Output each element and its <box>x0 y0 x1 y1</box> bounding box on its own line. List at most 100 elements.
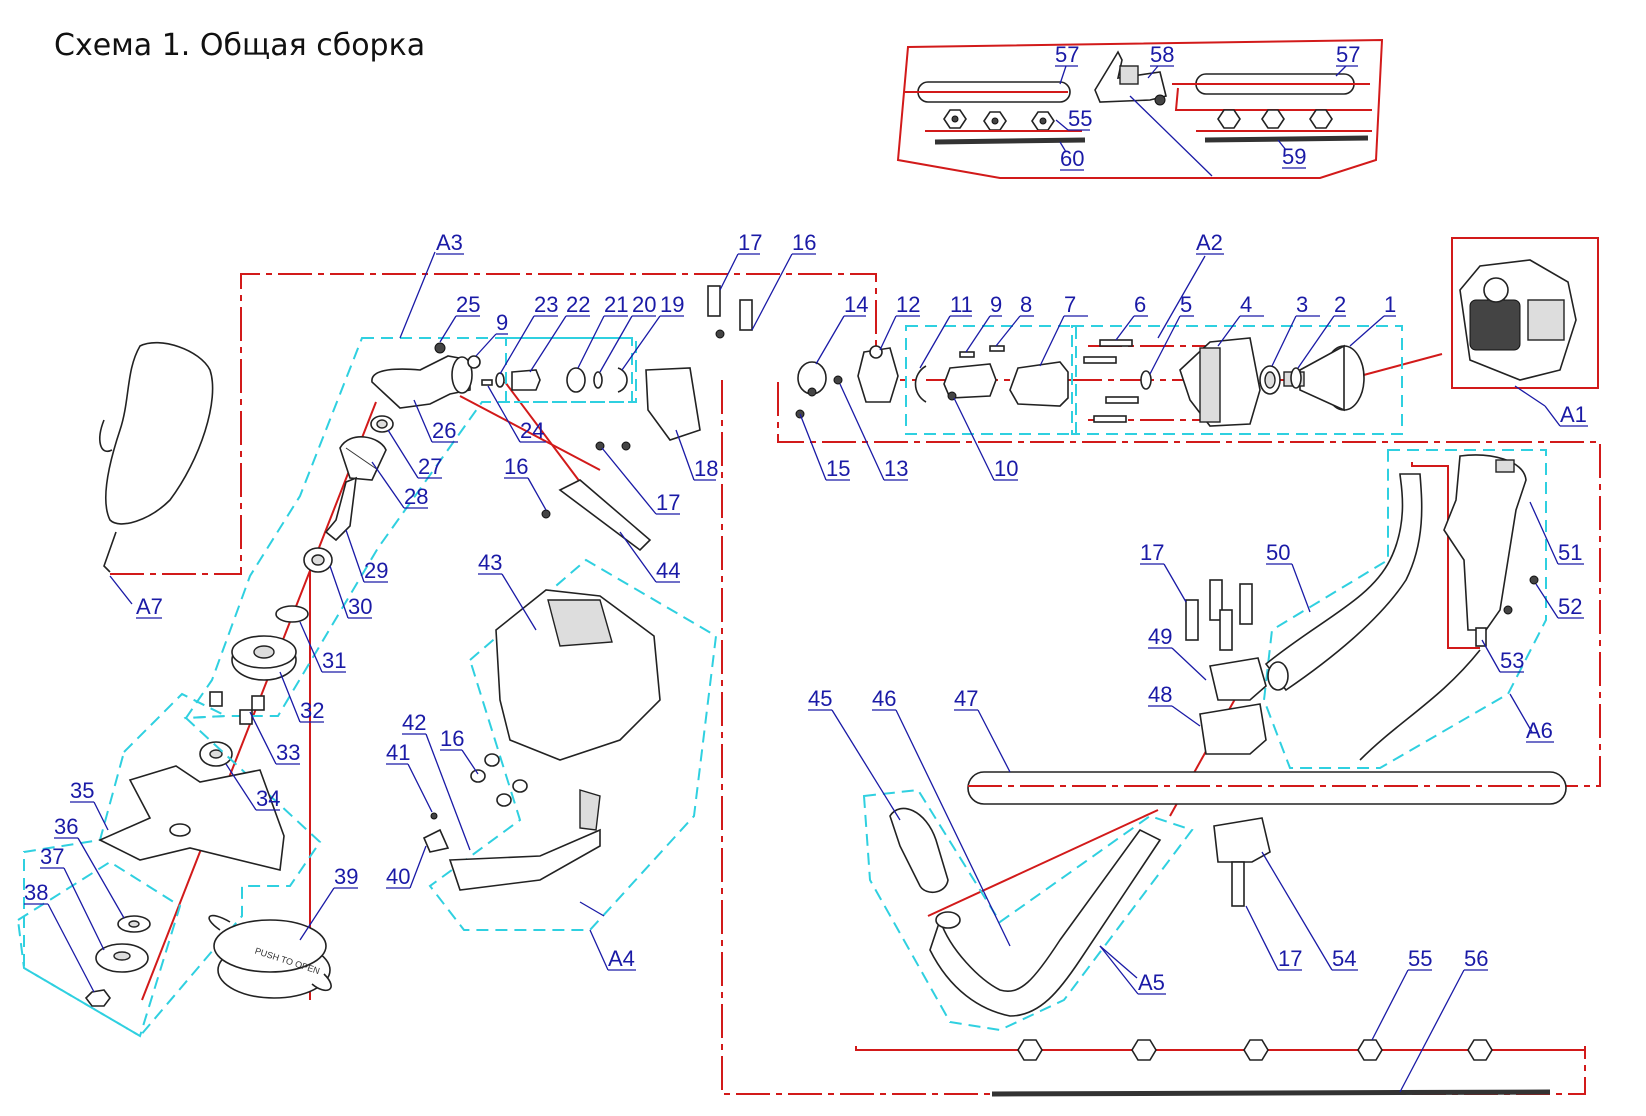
blade-group: PUSH TO OPEN <box>16 692 332 1038</box>
svg-text:52: 52 <box>1558 594 1582 619</box>
callout: 60 <box>1059 141 1084 171</box>
callout: A5 <box>1099 945 1166 995</box>
svg-text:28: 28 <box>404 484 428 509</box>
callout: 1 <box>1349 292 1396 347</box>
handle-group-a6 <box>1262 449 1547 769</box>
callout: 33 <box>249 711 300 765</box>
callout: 36 <box>54 814 125 919</box>
svg-text:3: 3 <box>1296 292 1308 317</box>
svg-text:25: 25 <box>456 292 480 317</box>
ring-5 <box>1140 370 1152 390</box>
callout: 52 <box>1535 583 1584 619</box>
trimmer-spool-39: PUSH TO OPEN <box>208 914 332 999</box>
callout: 27 <box>387 429 442 479</box>
gear-head-26 <box>371 342 473 409</box>
loop-handle-a5 <box>862 788 1194 1032</box>
svg-text:53: 53 <box>1500 648 1524 673</box>
diagram-title: Схема 1. Общая сборка <box>54 28 426 63</box>
svg-text:35: 35 <box>70 778 94 803</box>
callout: 39 <box>299 864 358 941</box>
svg-text:20: 20 <box>632 292 656 317</box>
svg-text:7: 7 <box>1064 292 1076 317</box>
loop-bar-46 <box>929 828 1162 1017</box>
svg-text:A7: A7 <box>136 594 163 619</box>
svg-text:54: 54 <box>1332 946 1356 971</box>
svg-text:51: 51 <box>1558 540 1582 565</box>
svg-text:16: 16 <box>504 454 528 479</box>
svg-text:40: 40 <box>386 864 410 889</box>
callout: 35 <box>70 778 109 831</box>
callout: 43 <box>478 550 537 631</box>
flange-32 <box>231 635 297 681</box>
callout: 47 <box>954 686 1011 773</box>
tube-bracket-18 <box>645 367 701 441</box>
svg-text:11: 11 <box>950 292 973 317</box>
bolts-33 <box>209 691 265 725</box>
svg-text:36: 36 <box>54 814 78 839</box>
housing-4 <box>1179 337 1261 427</box>
callout: A3 <box>436 230 464 255</box>
callout: 16 <box>440 726 479 775</box>
callout: 25 <box>439 292 480 343</box>
svg-text:5: 5 <box>1180 292 1192 317</box>
callout: 14 <box>815 292 868 365</box>
screw-52 <box>1529 575 1539 585</box>
callout: 44 <box>619 531 680 583</box>
svg-text:56: 56 <box>1464 946 1488 971</box>
svg-text:59: 59 <box>1282 144 1306 169</box>
callout: 55 <box>1371 946 1432 1041</box>
callout: 12 <box>879 292 920 351</box>
nut-13 <box>833 375 843 385</box>
svg-text:29: 29 <box>364 558 388 583</box>
clutch-drum-1 <box>1283 344 1365 412</box>
callout: 51 <box>1529 501 1584 565</box>
grip-45 <box>889 807 949 893</box>
callout: 42 <box>402 710 471 851</box>
nuts-55-left <box>943 109 1055 131</box>
nuts-16-bottom <box>470 753 528 807</box>
callout: 15 <box>799 413 850 481</box>
svg-text:48: 48 <box>1148 682 1172 707</box>
callout: 21 <box>577 292 628 369</box>
screws-17-16 <box>595 285 753 451</box>
bracket-44 <box>541 479 652 552</box>
svg-text:34: 34 <box>256 786 280 811</box>
shaft-parts-23-19 <box>495 367 628 393</box>
callout: A4 <box>589 929 636 971</box>
callout: 10 <box>953 397 1018 481</box>
shoulder-strap-a7 <box>99 341 214 573</box>
callout: 16 <box>504 454 547 511</box>
circlip-31 <box>275 605 309 623</box>
grip-51 <box>1443 454 1527 631</box>
clamp-48-49 <box>1185 579 1267 755</box>
callout: 22 <box>529 292 590 373</box>
clamp-12 <box>857 345 899 403</box>
callout: 28 <box>371 461 428 509</box>
svg-text:41: 41 <box>386 740 410 765</box>
svg-text:A3: A3 <box>436 230 463 255</box>
callout: 54 <box>1261 851 1358 971</box>
svg-text:57: 57 <box>1055 42 1079 67</box>
callout: 17 <box>601 447 680 515</box>
svg-text:A5: A5 <box>1138 970 1165 995</box>
svg-text:17: 17 <box>1140 540 1164 565</box>
rod-56 <box>991 1089 1551 1097</box>
svg-text:18: 18 <box>694 456 718 481</box>
screws-8-9 <box>959 345 1005 358</box>
svg-text:4: 4 <box>1240 292 1252 317</box>
callout: 49 <box>1148 624 1207 681</box>
svg-text:45: 45 <box>808 686 832 711</box>
callout: A1 <box>1544 402 1588 427</box>
bearing-27 <box>370 415 394 433</box>
svg-text:44: 44 <box>656 558 680 583</box>
callout: A2 <box>1196 230 1224 255</box>
svg-text:A4: A4 <box>608 946 635 971</box>
ring-2 <box>1290 367 1302 389</box>
svg-text:57: 57 <box>1336 42 1360 67</box>
callout: 7 <box>1039 292 1088 367</box>
svg-text:32: 32 <box>300 698 324 723</box>
cup-37 <box>95 943 149 973</box>
gearbox-group-a3 <box>184 337 637 767</box>
group-leaders <box>109 251 1546 979</box>
svg-text:26: 26 <box>432 418 456 443</box>
